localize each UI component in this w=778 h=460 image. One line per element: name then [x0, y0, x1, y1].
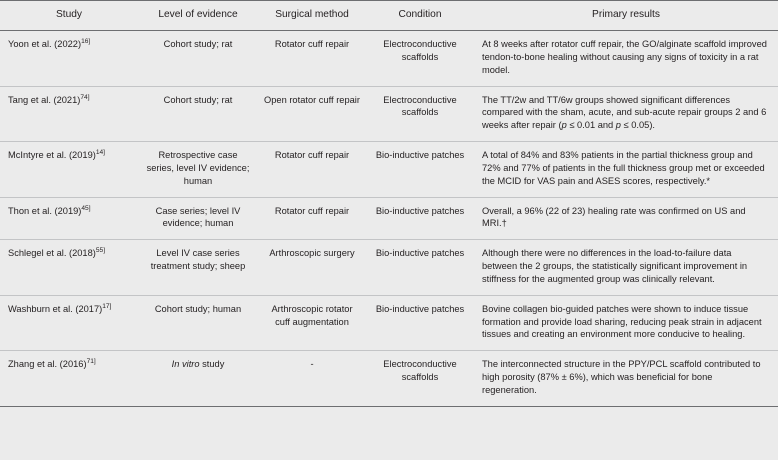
reference-marker: 71]: [86, 358, 96, 366]
table-row: Zhang et al. (2016)71] In vitro study - …: [0, 350, 778, 407]
cell-method: Open rotator cuff repair: [258, 86, 366, 143]
cell-study: Washburn et al. (2017)17]: [0, 295, 138, 352]
cell-results: Although there were no differences in th…: [474, 239, 778, 296]
evidence-rest: study: [199, 359, 225, 370]
cell-method: Rotator cuff repair: [258, 30, 366, 87]
table-row: McIntyre et al. (2019)14] Retrospective …: [0, 141, 778, 198]
table-row: Tang et al. (2021)74] Cohort study; rat …: [0, 86, 778, 143]
table-header: Study Level of evidence Surgical method …: [0, 0, 778, 32]
cell-study: McIntyre et al. (2019)14]: [0, 141, 138, 198]
study-citation: Thon et al. (2019): [8, 205, 82, 216]
cell-method: Rotator cuff repair: [258, 141, 366, 198]
column-header-method: Surgical method: [258, 0, 366, 32]
reference-marker: 16]: [81, 37, 91, 45]
cell-evidence: Cohort study; human: [138, 295, 258, 352]
cell-method: Rotator cuff repair: [258, 197, 366, 241]
cell-study: Yoon et al. (2022)16]: [0, 30, 138, 87]
cell-condition: Bio-inductive patches: [366, 295, 474, 352]
reference-marker: 45]: [81, 204, 91, 212]
cell-results: A total of 84% and 83% patients in the p…: [474, 141, 778, 198]
table-row: Washburn et al. (2017)17] Cohort study; …: [0, 295, 778, 352]
p-value-symbol: p: [561, 120, 567, 131]
cell-condition: Bio-inductive patches: [366, 239, 474, 296]
table-row: Yoon et al. (2022)16] Cohort study; rat …: [0, 30, 778, 87]
study-summary-table: Study Level of evidence Surgical method …: [0, 0, 778, 407]
cell-evidence: Cohort study; rat: [138, 86, 258, 143]
cell-evidence: Retrospective case series, level IV evid…: [138, 141, 258, 198]
study-citation: Washburn et al. (2017): [8, 303, 103, 314]
cell-condition: Electroconductive scaffolds: [366, 350, 474, 407]
cell-condition: Bio-inductive patches: [366, 141, 474, 198]
cell-method: -: [258, 350, 366, 407]
table-row: Thon et al. (2019)45] Case series; level…: [0, 197, 778, 241]
cell-method: Arthroscopic surgery: [258, 239, 366, 296]
cell-evidence: In vitro study: [138, 350, 258, 407]
cell-study: Thon et al. (2019)45]: [0, 197, 138, 241]
reference-marker: 74]: [80, 93, 90, 101]
p-value-symbol: p: [615, 120, 621, 131]
study-citation: Schlegel et al. (2018): [8, 248, 96, 259]
evidence-italic-term: In vitro: [171, 359, 200, 370]
results-text-part: The TT/2w and TT/6w groups showed signif…: [482, 94, 767, 131]
cell-study: Tang et al. (2021)74]: [0, 86, 138, 143]
results-text-part: ≤ 0.05).: [620, 120, 656, 131]
cell-results: The TT/2w and TT/6w groups showed signif…: [474, 86, 778, 143]
table-row: Schlegel et al. (2018)55] Level IV case …: [0, 239, 778, 296]
reference-marker: 14]: [95, 148, 106, 156]
cell-evidence: Level IV case series treatment study; sh…: [138, 239, 258, 296]
reference-marker: 55]: [95, 247, 106, 255]
cell-study: Schlegel et al. (2018)55]: [0, 239, 138, 296]
cell-evidence: Cohort study; rat: [138, 30, 258, 87]
cell-condition: Bio-inductive patches: [366, 197, 474, 241]
cell-condition: Electroconductive scaffolds: [366, 30, 474, 87]
cell-evidence: Case series; level IV evidence; human: [138, 197, 258, 241]
cell-results: Overall, a 96% (22 of 23) healing rate w…: [474, 197, 778, 241]
study-citation: McIntyre et al. (2019): [8, 150, 96, 161]
column-header-results: Primary results: [474, 0, 778, 32]
table-header-row: Study Level of evidence Surgical method …: [0, 0, 778, 32]
cell-method: Arthroscopic rotator cuff augmentation: [258, 295, 366, 352]
reference-marker: 17]: [102, 302, 112, 310]
cell-results: Bovine collagen bio-guided patches were …: [474, 295, 778, 352]
study-citation: Zhang et al. (2016): [8, 359, 87, 370]
column-header-condition: Condition: [366, 0, 474, 32]
cell-results: The interconnected structure in the PPY/…: [474, 350, 778, 407]
table-body: Yoon et al. (2022)16] Cohort study; rat …: [0, 30, 778, 407]
study-citation: Yoon et al. (2022): [8, 39, 82, 50]
cell-results: At 8 weeks after rotator cuff repair, th…: [474, 30, 778, 87]
column-header-evidence: Level of evidence: [138, 0, 258, 32]
column-header-study: Study: [0, 0, 138, 32]
results-text-part: ≤ 0.01 and: [566, 120, 616, 131]
cell-study: Zhang et al. (2016)71]: [0, 350, 138, 407]
study-citation: Tang et al. (2021): [8, 94, 81, 105]
cell-condition: Electroconductive scaffolds: [366, 86, 474, 143]
